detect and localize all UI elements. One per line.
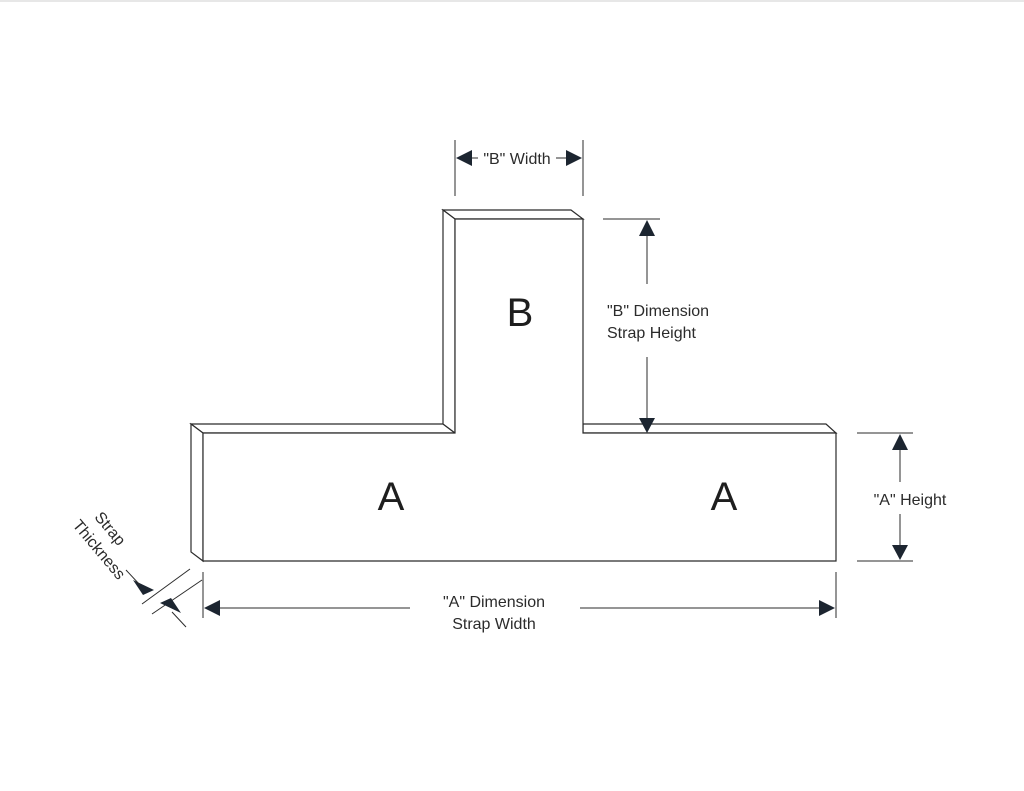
b-width-label: "B" Width	[483, 151, 550, 168]
strap-top-face-right	[582, 423, 838, 434]
strap-thickness-dimension: Strap Thickness	[69, 509, 203, 628]
b-height-arrow-top	[639, 220, 655, 236]
strap-front-face	[202, 218, 837, 562]
a-height-label: "A" Height	[874, 492, 947, 509]
strap-side-face-b	[442, 208, 456, 435]
region-a-left-label: A	[378, 475, 405, 519]
a-height-dimension: "A" Height	[857, 432, 947, 562]
a-height-arrow-top	[892, 434, 908, 450]
strap-side-face-left	[190, 422, 204, 563]
b-strap-height-label: Strap Height	[607, 325, 696, 342]
b-dimension-label: "B" Dimension	[607, 303, 709, 320]
a-width-arrow-right	[819, 600, 835, 616]
a-dimension-label: "A" Dimension	[443, 594, 545, 611]
a-strap-width-label: Strap Width	[452, 616, 536, 633]
a-width-arrow-left	[204, 600, 220, 616]
b-height-dimension: "B" Dimension Strap Height	[603, 218, 709, 433]
thickness-arrow-upper	[133, 580, 154, 595]
strap-top-face-left	[189, 423, 457, 434]
b-height-arrow-bottom	[639, 418, 655, 433]
a-height-arrow-bottom	[892, 545, 908, 560]
region-a-right-label: A	[711, 475, 738, 519]
b-width-dimension: "B" Width	[454, 140, 584, 196]
strap-top-face-b	[441, 209, 585, 220]
b-width-arrow-left	[456, 150, 472, 166]
b-width-arrow-right	[566, 150, 582, 166]
thickness-arrow-lower	[160, 598, 181, 613]
region-b-label: B	[507, 291, 534, 335]
a-width-dimension: "A" Dimension Strap Width	[202, 572, 837, 633]
